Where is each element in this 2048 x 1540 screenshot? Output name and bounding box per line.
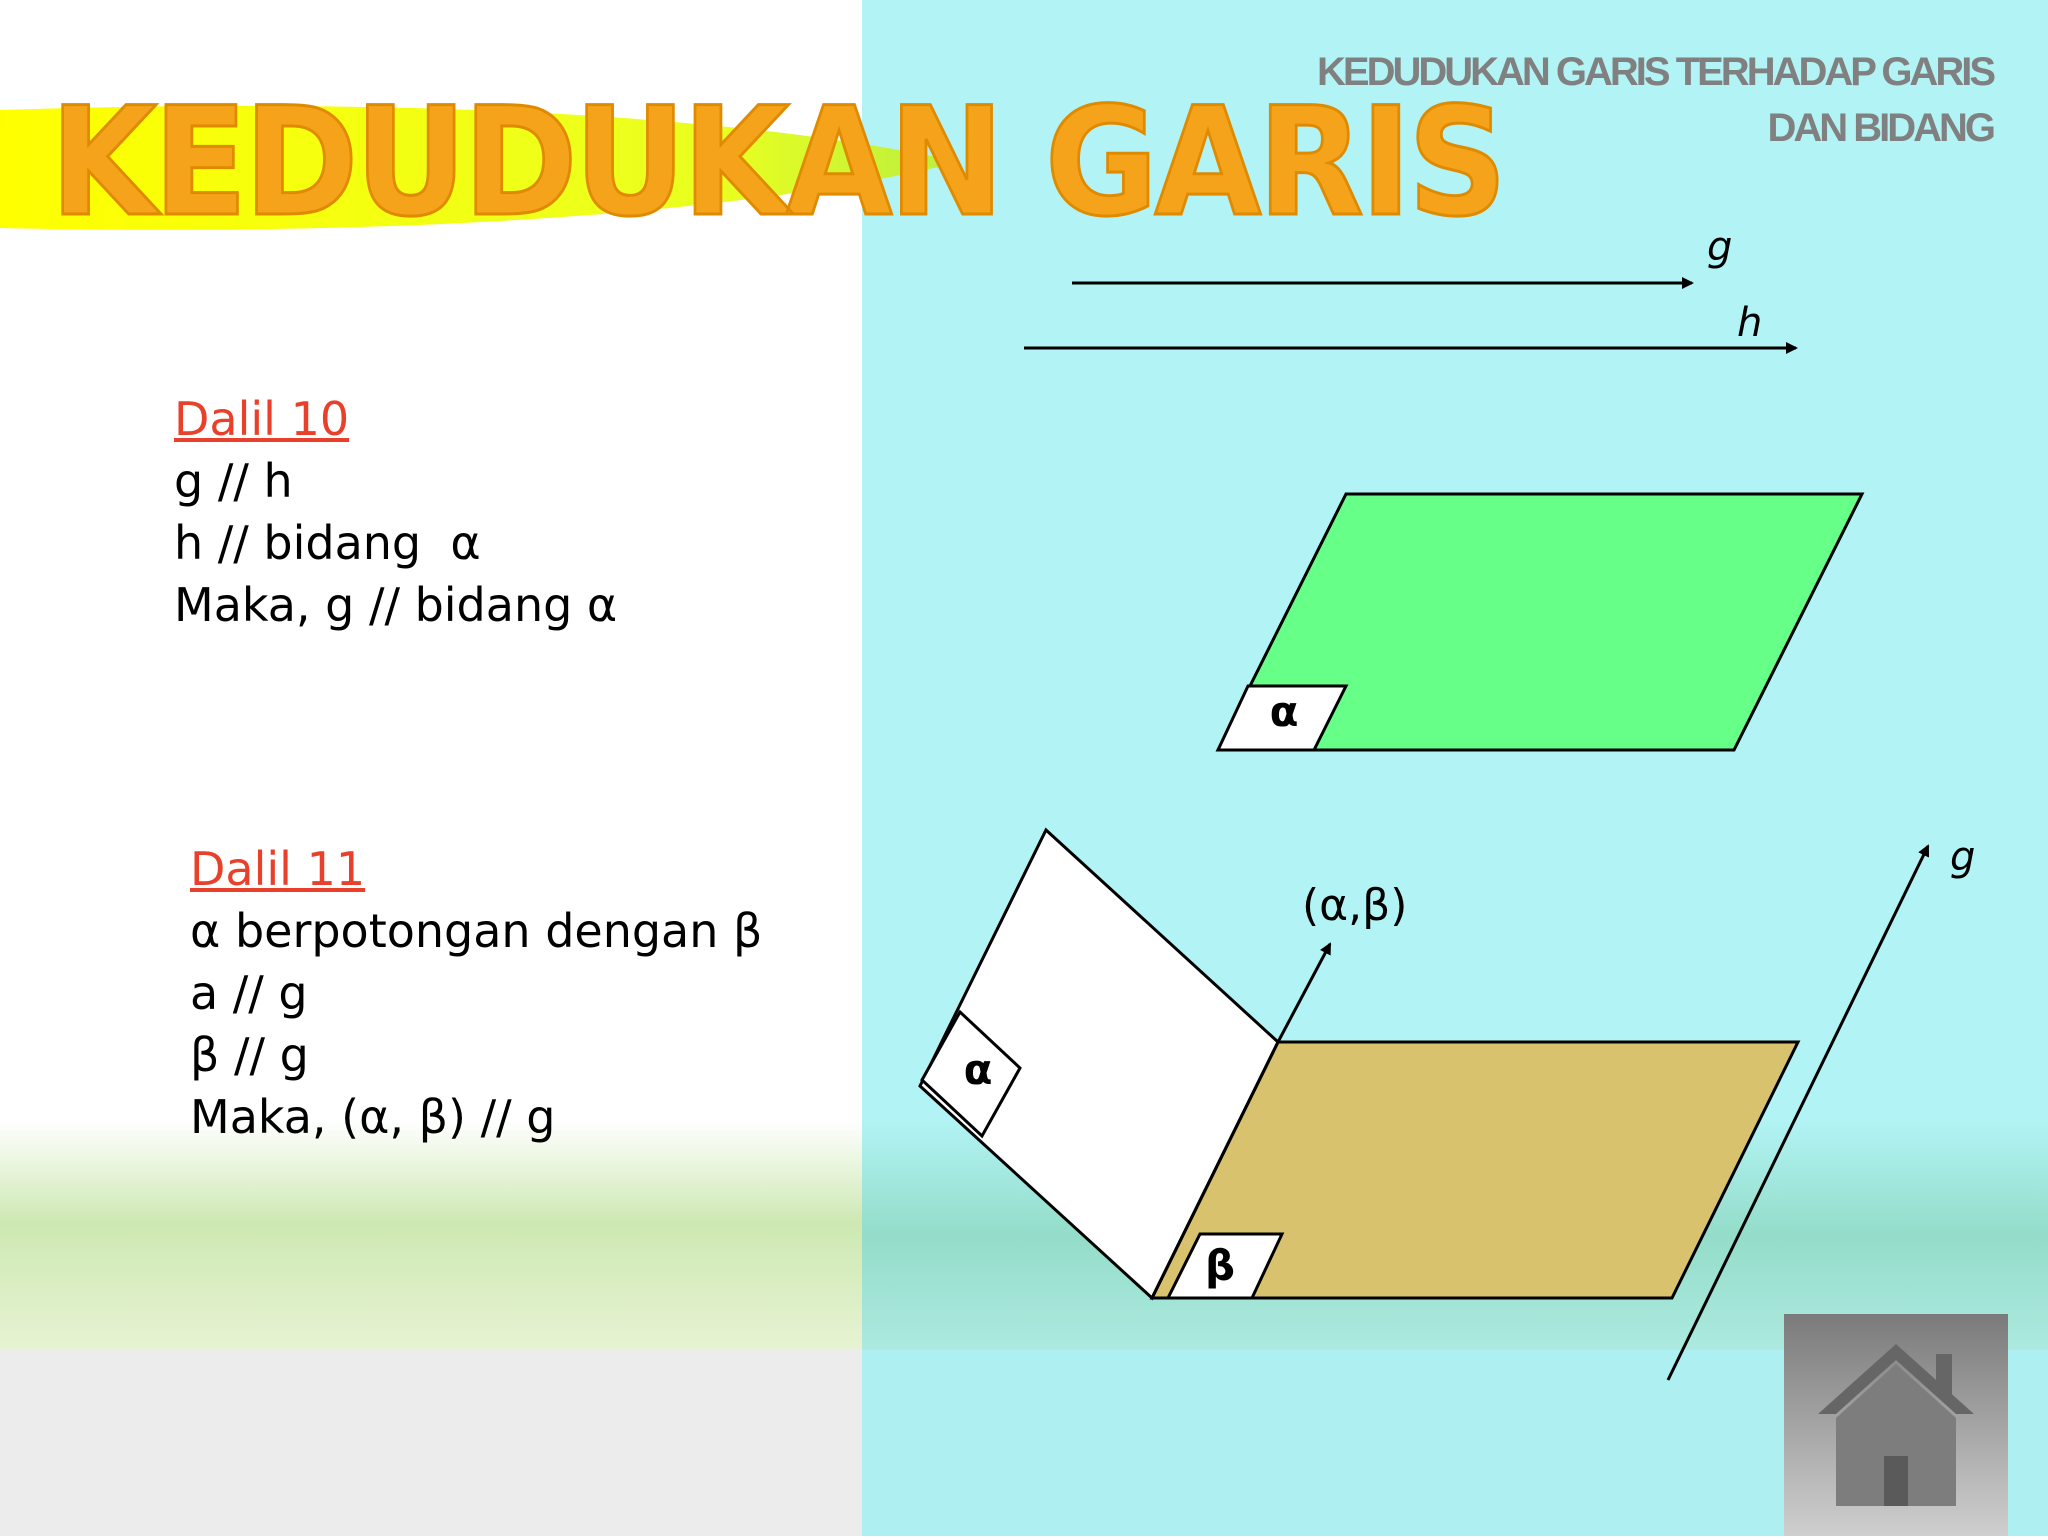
- theorem-11-line: a // g: [190, 966, 308, 1020]
- theorem-11-line: α berpotongan dengan β: [190, 904, 763, 958]
- intersection-label: (α,β): [1302, 880, 1407, 931]
- theorem-11: Dalil 11 α berpotongan dengan β a // g β…: [190, 838, 762, 1148]
- main-title: KEDUDUKAN GARIS: [49, 76, 1509, 250]
- theorem-10-heading: Dalil 10: [174, 392, 350, 446]
- home-icon: [1818, 1344, 1974, 1506]
- plane-beta-tag: [1165, 1232, 1285, 1300]
- theorem-11-heading: Dalil 11: [190, 842, 366, 896]
- theorem-10-line: h // bidang α: [174, 516, 481, 570]
- floor-left: [0, 1350, 862, 1536]
- plane-edge: [1150, 1041, 1280, 1299]
- theorem-10-line: Maka, g // bidang α: [174, 578, 618, 632]
- theorem-11-line: Maka, (α, β) // g: [190, 1090, 556, 1144]
- title-swoosh: [0, 105, 960, 230]
- plane-alpha-tag: [920, 1009, 1022, 1139]
- plane-alpha: [1215, 492, 1865, 752]
- intersection-line: [1276, 942, 1332, 1043]
- diagram-parallel-lines-plane: g h α: [1024, 224, 1865, 752]
- plane-alpha-label: α: [964, 1045, 993, 1094]
- theorem-10-line: g // h: [174, 454, 293, 508]
- theorem-11-line: β // g: [190, 1028, 309, 1082]
- line-g-label: g: [1707, 224, 1732, 270]
- plane-beta-label: β: [1205, 1241, 1235, 1290]
- line-g: [1666, 844, 1930, 1381]
- diagram-intersecting-planes: α β (α,β) g: [918, 827, 1975, 1381]
- plane-alpha-tag: [1215, 684, 1349, 752]
- line-g-label: g: [1950, 834, 1975, 880]
- home-button[interactable]: [1784, 1314, 2008, 1536]
- header-title: KEDUDUKAN GARIS TERHADAP GARIS DAN BIDAN…: [1317, 50, 1996, 150]
- theorem-10: Dalil 10 g // h h // bidang α Maka, g //…: [174, 388, 617, 636]
- meadow-decoration-left: [0, 1120, 862, 1350]
- line-h-label: h: [1737, 300, 1762, 346]
- plane-alpha-label: α: [1270, 687, 1299, 736]
